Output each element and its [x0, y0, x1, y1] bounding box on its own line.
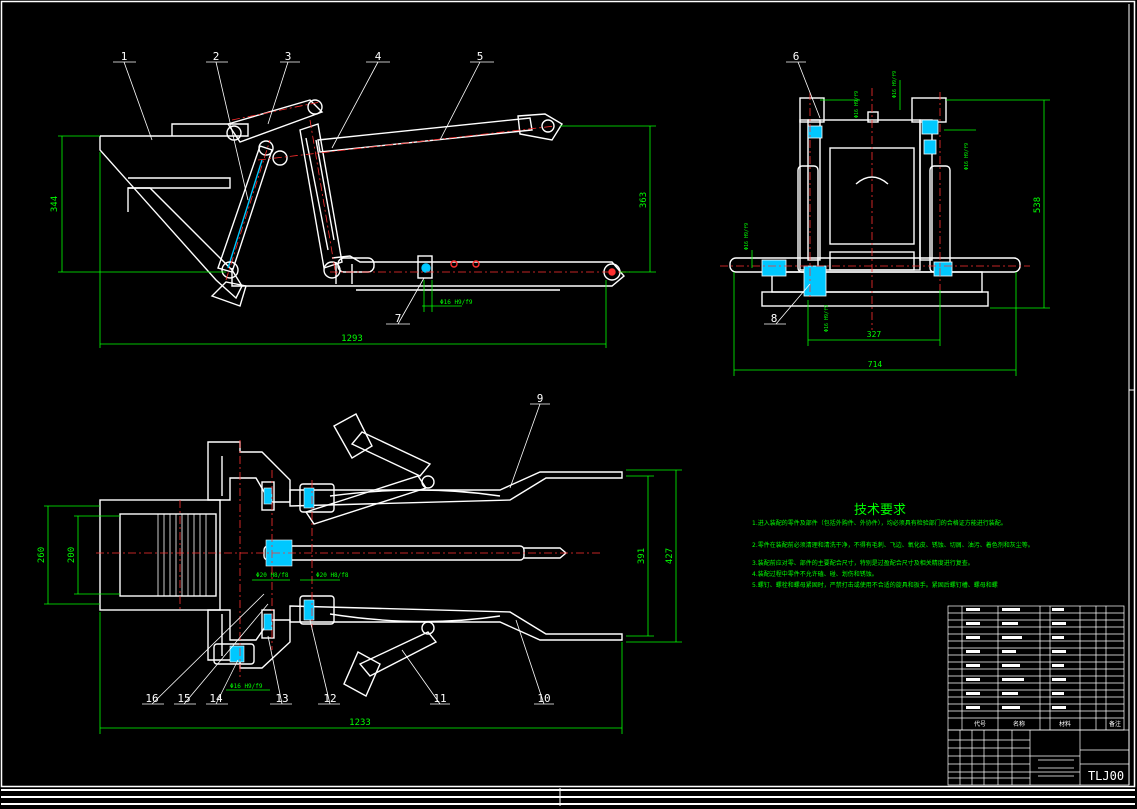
part-label-14: 14	[209, 692, 223, 705]
fit-front-top-b: Φ16 H9/f9	[892, 71, 898, 98]
part-label-7: 7	[395, 312, 402, 325]
dim-plan-width-outer: 260	[37, 547, 47, 563]
title-block	[947, 729, 1130, 786]
technical-requirements: 技术要求 1.进入装配的零件及部件（包括外购件、外协件），均必须具有检验部门的合…	[752, 503, 1034, 589]
dim-plan-right-inner: 391	[637, 548, 647, 564]
dim-side-height-right: 363	[639, 192, 649, 208]
fit-side-pin: Φ16 H9/f9	[440, 299, 473, 306]
tech-req-line-3: 3.装配前应对零、部件的主要配合尺寸，特别是过盈配合尺寸及相关精度进行复查。	[752, 559, 974, 567]
part-label-5: 5	[477, 50, 484, 63]
part-label-12: 12	[323, 692, 336, 705]
front-view: 538 327 714 Φ16 H9/f9 Φ16 H9/f9 Φ16 H9/f…	[720, 71, 1050, 376]
part-label-6: 6	[793, 50, 800, 63]
fit-plan-b: Φ20 H8/f8	[316, 572, 349, 579]
plan-view: 260 200 391 427 1233 Φ20 H8/f8 Φ20 H8/f8…	[37, 413, 682, 734]
dim-plan-right-outer: 427	[665, 548, 675, 564]
part-label-3: 3	[285, 50, 292, 63]
part-number-labels: 1 2 3 4 5 6 7 8 9 10 11 12 13 14 15 16	[121, 50, 800, 705]
fit-front-left: Φ16 H9/f9	[744, 223, 750, 250]
part-label-9: 9	[537, 392, 544, 405]
dim-front-height: 538	[1033, 197, 1043, 213]
part-label-1: 1	[121, 50, 128, 63]
dim-plan-length: 1233	[349, 718, 371, 728]
part-label-4: 4	[375, 50, 382, 63]
part-label-16: 16	[145, 692, 158, 705]
part-label-11: 11	[433, 692, 446, 705]
part-label-8: 8	[771, 312, 778, 325]
part-label-2: 2	[213, 50, 220, 63]
parts-list-header: 代号 名称 材料 备注	[974, 720, 1121, 728]
dim-front-width-outer: 714	[868, 360, 883, 369]
fit-front-right: Φ16 H9/f9	[964, 143, 970, 170]
drawing-code: TLJ00	[1088, 769, 1124, 783]
fit-front-bottom: Φ16 H9/f9	[824, 305, 830, 332]
dim-front-width-inner: 327	[867, 330, 882, 339]
parts-list	[947, 605, 1125, 731]
fit-front-top-a: Φ16 H9/f9	[854, 91, 860, 118]
dim-plan-width-inner: 200	[67, 547, 77, 563]
col-note: 备注	[1109, 720, 1121, 728]
tech-req-line-5: 5.螺钉、螺栓和螺母紧固时，严禁打击或使用不合适的旋具和扳手。紧固后螺钉槽、螺母…	[752, 581, 998, 589]
dim-side-height-left: 344	[50, 196, 60, 212]
parts-list-marks	[966, 608, 1066, 709]
tech-req-line-2: 2.零件在装配前必须清理和清洗干净，不得有毛刺、飞边、氧化皮、锈蚀、切屑、油污、…	[752, 541, 1034, 549]
part-label-10: 10	[537, 692, 550, 705]
leader-lines	[113, 61, 821, 705]
tech-req-title: 技术要求	[854, 503, 906, 518]
part-label-15: 15	[177, 692, 190, 705]
col-code: 代号	[974, 720, 986, 728]
fit-plan-c: Φ16 H9/f9	[230, 683, 263, 690]
tech-req-line-1: 1.进入装配的零件及部件（包括外购件、外协件），均必须具有检验部门的合格证方能进…	[752, 519, 1007, 527]
part-label-13: 13	[275, 692, 288, 705]
col-name: 名称	[1013, 720, 1025, 728]
tech-req-line-4: 4.装配过程中零件不允许磕、碰、划伤和锈蚀。	[752, 570, 878, 578]
fit-plan-a: Φ20 H8/f8	[256, 572, 289, 579]
col-material: 材料	[1059, 720, 1071, 728]
side-view: 344 363 1293 Φ16 H9/f9	[50, 99, 656, 348]
dim-side-length: 1293	[341, 334, 363, 344]
